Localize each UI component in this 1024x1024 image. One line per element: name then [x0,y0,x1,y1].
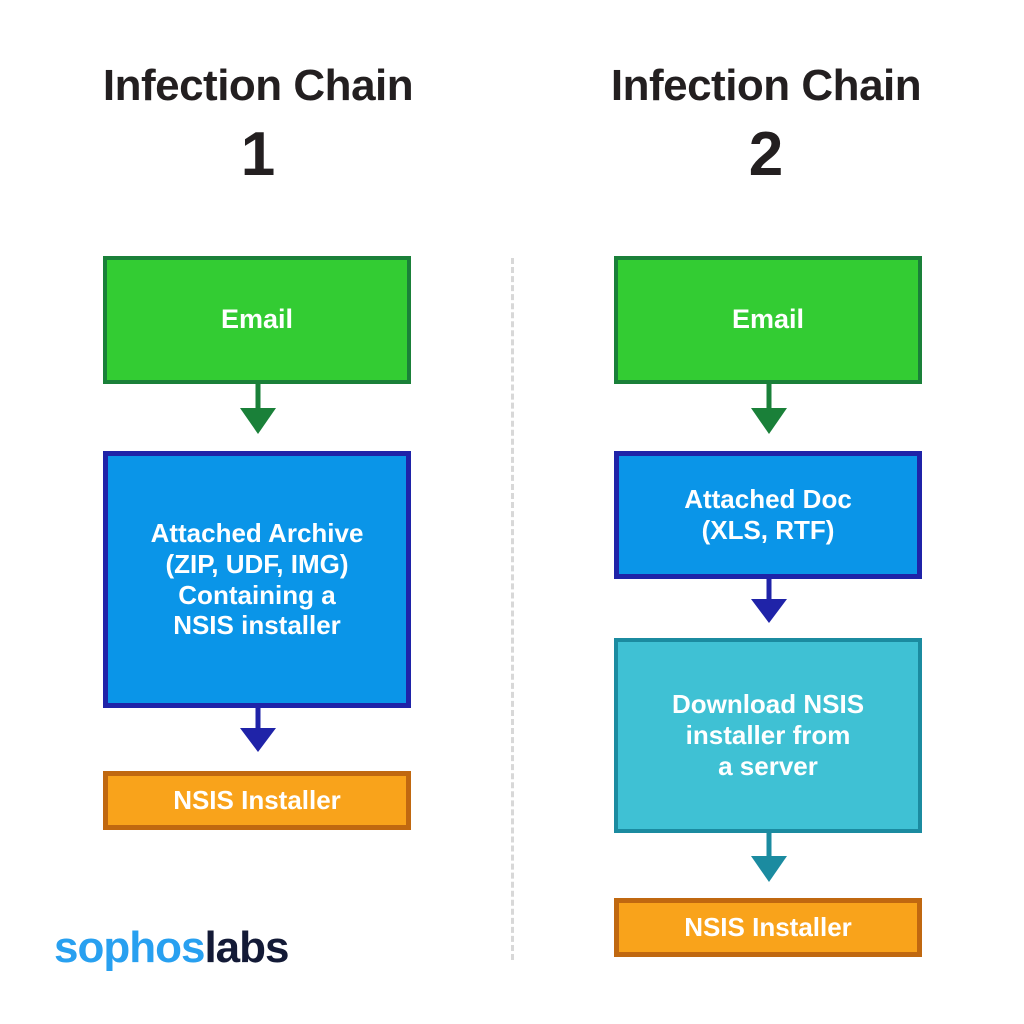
logo-sophos-text: sophos [54,923,205,972]
chain-1-node-nsis-installer: NSIS Installer [103,771,411,830]
chain-2-node-nsis-installer: NSIS Installer [614,898,922,957]
chain-1-node-attached-archive: Attached Archive(ZIP, UDF, IMG)Containin… [103,451,411,708]
chain-2-node-email: Email [614,256,922,384]
column-divider [511,258,514,960]
chain-2-node-nsis-installer-label: NSIS Installer [684,912,852,943]
logo-labs-text: labs [204,923,289,972]
chain-1-node-attached-archive-label: Attached Archive(ZIP, UDF, IMG)Containin… [150,518,364,641]
chain-2-node-attached-doc: Attached Doc(XLS, RTF) [614,451,922,579]
chain-2-title-line1: Infection Chain [610,61,922,110]
sophoslabs-logo: sophoslabs [54,923,290,972]
chain-1-title-line1: Infection Chain [102,61,414,110]
chain-1-node-email-label: Email [220,304,294,335]
chain-2-node-attached-doc-label: Attached Doc(XLS, RTF) [684,484,852,545]
chain-2-title: Infection Chain 2 [556,64,976,186]
chain-1-title-number: 1 [240,120,276,189]
chain-1-node-email: Email [103,256,411,384]
chain-2-title-number: 2 [748,120,784,189]
chain-1-title: Infection Chain 1 [48,64,468,186]
chain-1-node-nsis-installer-label: NSIS Installer [173,785,341,816]
chain-2-node-email-label: Email [731,304,805,335]
